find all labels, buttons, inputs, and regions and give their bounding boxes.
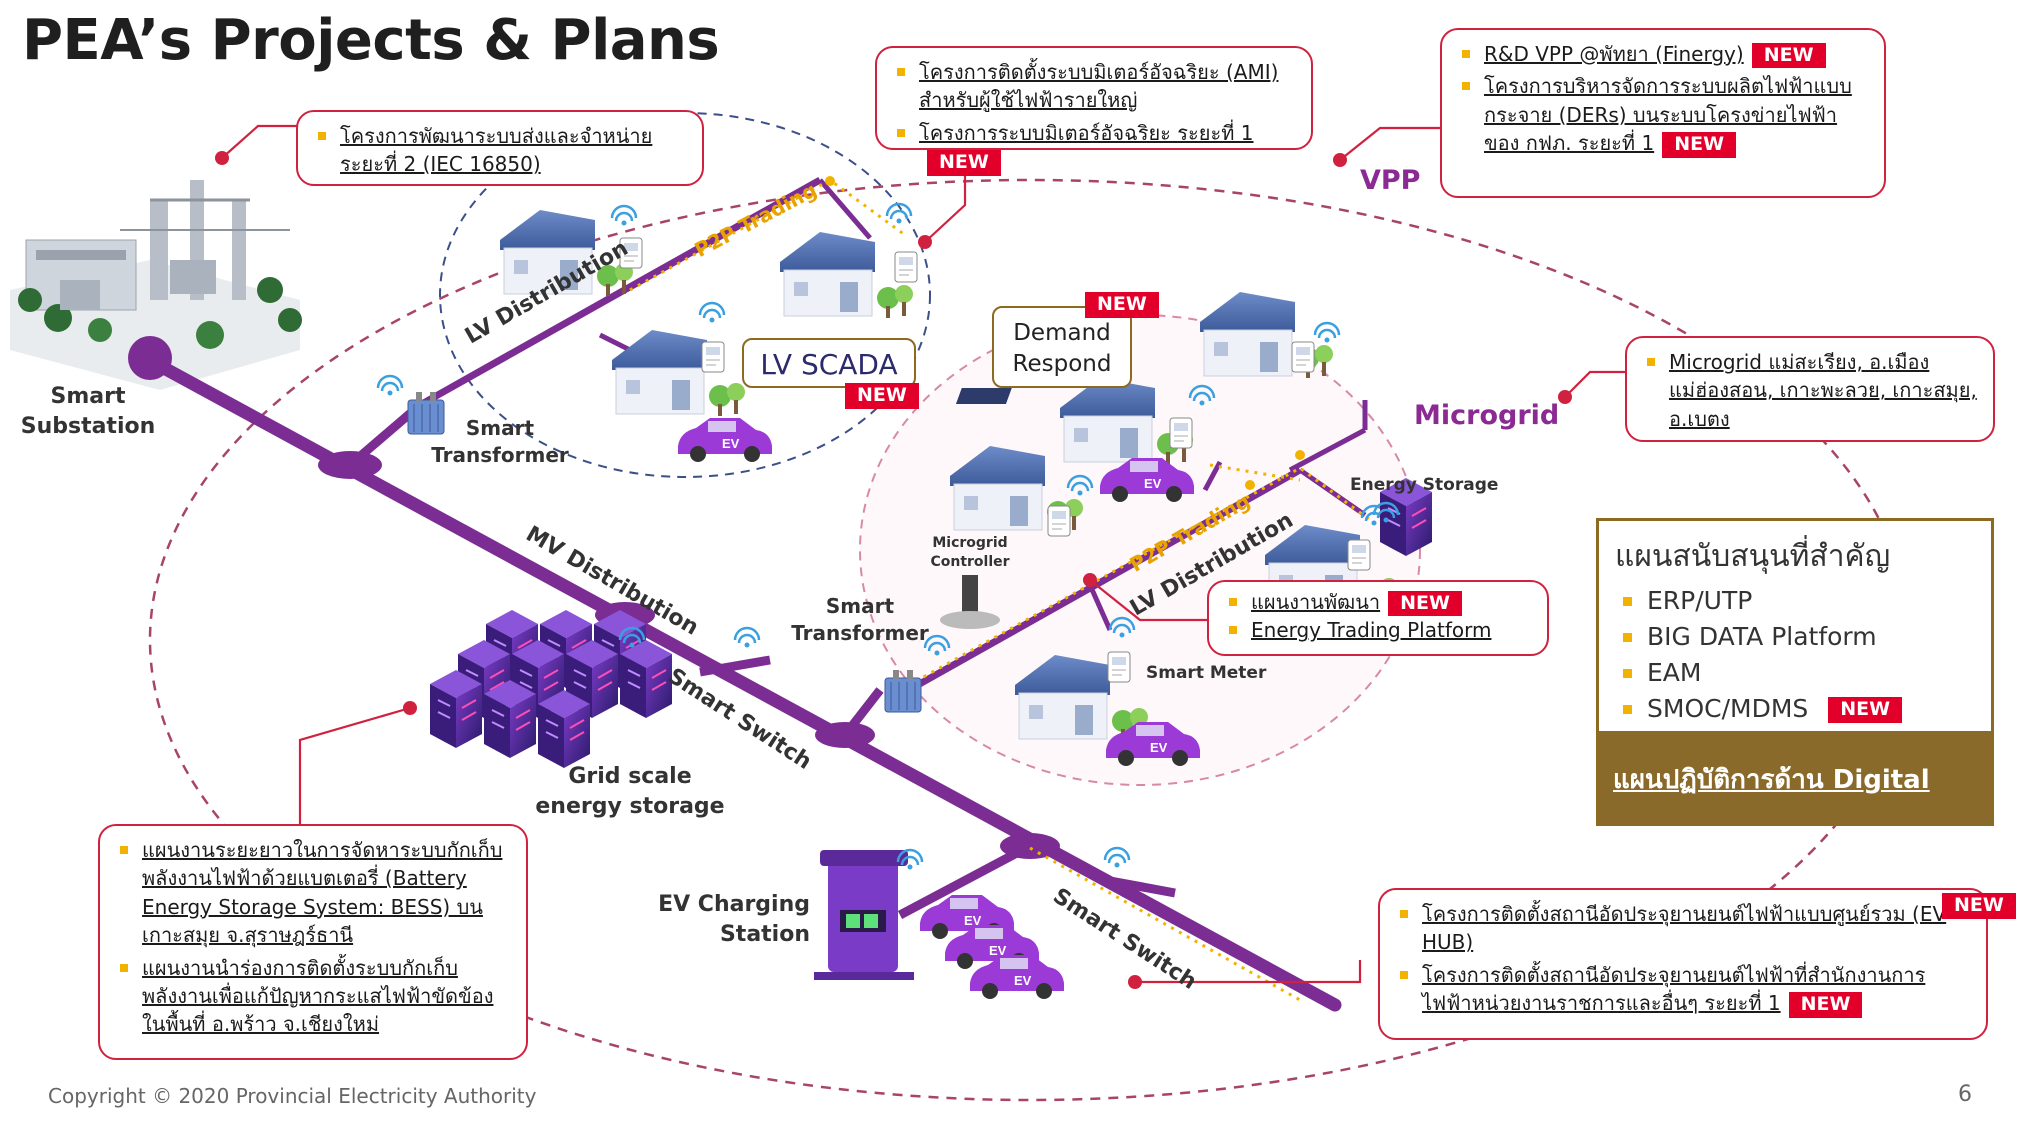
callout-item: โครงการบริหารจัดการระบบผลิตไฟฟ้าแบบกระจา… xyxy=(1458,72,1870,158)
smart-transformer-top-label: Smart Transformer xyxy=(431,416,569,467)
energy-storage-label: Energy Storage xyxy=(1350,475,1499,495)
callout-vpp: R&D VPP @พัทยา (Finergy)NEW โครงการบริหา… xyxy=(1440,28,1886,198)
ev-charger-art xyxy=(814,850,914,980)
copyright: Copyright © 2020 Provincial Electricity … xyxy=(48,1084,537,1108)
grid-storage-label: Grid scale energy storage xyxy=(535,764,725,819)
page-title: PEA’s Projects & Plans xyxy=(22,8,720,73)
ev-station-label: EV Charging Station xyxy=(658,892,810,947)
smart-meter-label: Smart Meter xyxy=(1146,663,1267,683)
page-number: 6 xyxy=(1958,1082,1972,1107)
new-badge: NEW xyxy=(1662,131,1737,158)
support-footer: แผนปฏิบัติการด้าน Digital xyxy=(1599,731,1991,823)
lv-scada-box: LV SCADA xyxy=(742,338,916,388)
callout-item-cont: Energy Trading Platform xyxy=(1225,616,1533,644)
demand-respond-label: Demand Respond xyxy=(1012,320,1112,378)
new-badge: NEW xyxy=(1788,991,1863,1018)
support-item: EAM xyxy=(1617,655,1902,691)
callout-microgrid: Microgrid แม่สะเรียง, อ.เมืองแม่ฮ่องสอน,… xyxy=(1625,336,1995,442)
new-badge: NEW xyxy=(1085,292,1159,318)
demand-respond-box: Demand Respond xyxy=(992,306,1132,388)
new-badge: NEW xyxy=(1751,42,1826,69)
callout-item: Microgrid แม่สะเรียง, อ.เมืองแม่ฮ่องสอน,… xyxy=(1643,348,1979,433)
callout-item: โครงการติดตั้งสถานีอัดประจุยานยนต์ไฟฟ้าแ… xyxy=(1396,900,1972,957)
microgrid-label: Microgrid xyxy=(1414,400,1560,431)
smart-substation-label: Smart Substation xyxy=(20,384,156,439)
callout-item: แผนงานนำร่องการติดตั้งระบบกักเก็บพลังงาน… xyxy=(116,954,512,1039)
callout-item: โครงการติดตั้งสถานีอัดประจุยานยนต์ไฟฟ้าท… xyxy=(1396,961,1972,1018)
support-heading: แผนสนับสนุนที่สำคัญ xyxy=(1615,539,1891,574)
callout-bess: แผนงานระยะยาวในการจัดหาระบบกักเก็บพลังงา… xyxy=(98,824,528,1060)
callout-item: โครงการระบบมิเตอร์อัจฉริยะ ระยะที่ 1NEW xyxy=(893,119,1297,176)
callout-item: โครงการติดตั้งระบบมิเตอร์อัจฉริยะ (AMI) … xyxy=(893,58,1297,115)
new-badge: NEW xyxy=(845,383,919,409)
callout-item: แผนงานระยะยาวในการจัดหาระบบกักเก็บพลังงา… xyxy=(116,836,512,950)
new-badge: NEW xyxy=(1388,590,1462,617)
grid-storage-art xyxy=(429,609,673,769)
callout-item: R&D VPP @พัทยา (Finergy)NEW xyxy=(1458,40,1870,69)
smart-transformer-mid-label: Smart Transformer xyxy=(791,594,929,645)
lv-scada-label: LV SCADA xyxy=(760,348,898,381)
callout-ami: โครงการติดตั้งระบบมิเตอร์อัจฉริยะ (AMI) … xyxy=(875,46,1313,176)
support-item: ERP/UTP xyxy=(1617,583,1902,619)
new-badge: NEW xyxy=(1942,893,2016,919)
substation-illustration xyxy=(10,180,302,390)
support-item: BIG DATA Platform xyxy=(1617,619,1902,655)
vpp-label: VPP xyxy=(1360,165,1421,196)
callout-transmission: โครงการพัฒนาระบบส่งและจำหน่าย ระยะที่ 2 … xyxy=(296,110,704,186)
callout-item: โครงการพัฒนาระบบส่งและจำหน่าย ระยะที่ 2 … xyxy=(314,122,688,179)
support-plans-panel: แผนสนับสนุนที่สำคัญ ERP/UTP BIG DATA Pla… xyxy=(1596,518,1994,826)
new-badge: NEW xyxy=(927,149,1001,176)
microgrid-controller-label: Microgrid Controller xyxy=(930,535,1010,570)
callout-ev-hub: โครงการติดตั้งสถานีอัดประจุยานยนต์ไฟฟ้าแ… xyxy=(1378,888,1988,1040)
new-badge: NEW xyxy=(1828,697,1903,723)
support-footer-label: แผนปฏิบัติการด้าน Digital xyxy=(1613,765,1930,795)
